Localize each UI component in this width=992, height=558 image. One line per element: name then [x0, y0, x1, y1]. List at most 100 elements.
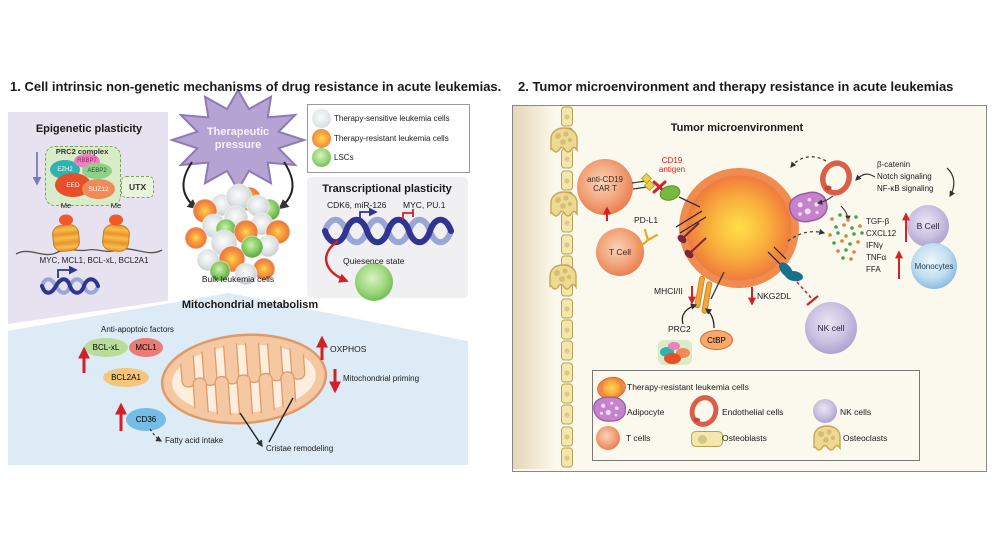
- mito-red-arrows: [78, 335, 341, 431]
- mhc-label: MHCI/II: [654, 286, 683, 296]
- nk-inhibition-line: [796, 281, 819, 306]
- cytokine-tnfa: TNFα: [866, 253, 887, 262]
- car-receptor-icon: [631, 172, 656, 192]
- endothelial-cell-icon: [819, 160, 853, 197]
- eed-label: EED: [66, 181, 80, 189]
- prc2-mini-complex-icon: [658, 340, 692, 365]
- fatty-acid-arrow: [149, 428, 163, 442]
- bcl2a1-factor: BCL2A1: [103, 368, 149, 387]
- utx-label: UTX: [129, 182, 146, 192]
- quiescence-label: Quiesence state: [343, 256, 405, 266]
- legend2-osteoblasts-label: Osteoblasts: [722, 433, 767, 443]
- epigenetic-genes-label: MYC, MCL1, BCL-xL, BCL2A1: [39, 256, 149, 265]
- anti-apoptotic-label: Anti-apoptoic factors: [101, 325, 174, 334]
- cytokine-tgfb: TGF-β: [866, 217, 890, 226]
- cytokine-cxcl12: CXCL12: [866, 229, 897, 238]
- ezh2-label: EZH2: [57, 166, 73, 173]
- cd36-label: CD36: [135, 415, 157, 424]
- legend1-sensitive-label: Therapy-sensitive leukemia cells: [334, 114, 450, 123]
- fatty-acid-label: Fatty acid intake: [165, 436, 224, 445]
- dna-helix-small-icon: [40, 277, 100, 295]
- legend2-osteoblast-icon: [691, 431, 723, 447]
- monocyte-cell: [911, 243, 957, 289]
- pdl1-molecule-icons: [675, 210, 707, 259]
- me-label-1: Me: [60, 201, 72, 210]
- monocytes-label: Monocytes: [914, 262, 954, 271]
- legend2-endothelial-label: Endothelial cells: [722, 407, 784, 417]
- legend-lsc-icon: [312, 148, 331, 167]
- legend1-resistant-label: Therapy-resistant leukemia cells: [334, 134, 449, 143]
- pressure-line1: Therapeutic: [206, 126, 270, 138]
- signaling-line2: Notch signaling: [877, 172, 932, 181]
- legend2-adipocyte-icon: [593, 396, 627, 422]
- secreted-factor-dots: [828, 213, 864, 261]
- tcr-y-receptor-icon: [635, 228, 659, 251]
- b-cell: [907, 205, 949, 247]
- quiescent-lsc-cell: [355, 263, 393, 301]
- panel2-title: 2. Tumor microenvironment and therapy re…: [518, 79, 954, 94]
- legend1-lsc-label: LSCs: [334, 153, 354, 162]
- mito-priming-label: Mitochondrial priming: [343, 374, 420, 383]
- cytokine-ffa: FFA: [866, 265, 881, 274]
- aebp2-subunit: AEBP2: [82, 163, 112, 179]
- cristae-remodeling-arrows: [239, 397, 294, 448]
- bclxl-label: BCL-xL: [92, 343, 120, 352]
- prc2-label: PRC2: [668, 324, 691, 334]
- mcl1-label: MCL1: [135, 343, 157, 352]
- nk-cell-label: NK cell: [817, 323, 845, 333]
- repressed-genes-label: MYC, PU.1: [403, 200, 446, 210]
- transcriptional-title: Transcriptional plasticity: [322, 183, 452, 195]
- car-t-line1: anti-CD19: [586, 175, 623, 184]
- cd36-factor: CD36: [126, 408, 166, 431]
- activated-genes-label: CDK6, miR-126: [327, 200, 387, 210]
- t-cell: [596, 228, 644, 276]
- mitochondrion-icon: [160, 333, 328, 425]
- therapeutic-pressure-label: Therapeutic pressure: [193, 126, 283, 152]
- signaling-line3: NF-κB signaling: [877, 184, 934, 193]
- oxphos-label: OXPHOS: [330, 344, 367, 354]
- aebp2-label: AEBP2: [87, 168, 107, 174]
- nk-cell: [805, 302, 857, 354]
- nkg2dl-label: NKG2DL: [757, 291, 792, 301]
- leukemia-cell-legend-box: [307, 104, 470, 173]
- utx-box: UTX: [121, 176, 154, 198]
- me-label-2: Me: [110, 201, 122, 210]
- pdl1-label: PD-L1: [634, 215, 659, 225]
- legend2-adipocyte-label: Adipocyte: [627, 407, 665, 417]
- cd19-line2: antigen: [658, 165, 686, 175]
- ctbp-label: CtBP: [707, 335, 726, 345]
- suz12-label: SUZ12: [88, 185, 109, 193]
- ctbp-molecule: CtBP: [700, 330, 733, 350]
- panel1-title: 1. Cell intrinsic non-genetic mechanisms…: [10, 79, 502, 94]
- epigenetic-title: Epigenetic plasticity: [35, 123, 143, 135]
- adipocyte-icon: [786, 188, 831, 226]
- suz12-subunit: SUZ12: [82, 179, 115, 199]
- prc2-complex-label: PRC2 complex: [55, 147, 109, 156]
- car-t-cell: [577, 159, 633, 215]
- legend-resistant-cell-icon: [312, 129, 331, 148]
- pressure-arrows: [182, 161, 294, 210]
- legend2-osteoclast-icon: [813, 425, 841, 451]
- signaling-line1: β-catenin: [877, 160, 911, 169]
- cristae-label: Cristae remodeling: [266, 444, 334, 453]
- b-cell-label: B Cell: [916, 221, 940, 231]
- legend2-tcells-label: T cells: [626, 433, 651, 443]
- car-t-line2: CAR T: [593, 184, 617, 194]
- dna-helix-icon: [322, 216, 454, 246]
- prc2-ctbp-arrows: [681, 303, 715, 329]
- nkg2dl-receptor-icon: [767, 246, 803, 282]
- mhc-molecule-icon: [694, 271, 725, 314]
- legend2-resistant-label: Therapy-resistant leukemia cells: [627, 382, 749, 392]
- bclxl-factor: BCL-xL: [84, 338, 128, 357]
- nucleosome-icons: [15, 214, 163, 256]
- cdk6-promoter-arrow: [359, 207, 378, 220]
- legend2-nk-icon: [813, 399, 837, 423]
- cytokine-ifng: IFNγ: [866, 241, 883, 250]
- pressure-line2: pressure: [214, 138, 262, 151]
- legend2-osteoclasts-label: Osteoclasts: [843, 433, 888, 443]
- car-t-label: anti-CD19 CAR T: [577, 175, 633, 194]
- cd19-antigen-icon: [659, 185, 701, 208]
- mitochondrial-title: Mitochondrial metabolism: [181, 299, 319, 311]
